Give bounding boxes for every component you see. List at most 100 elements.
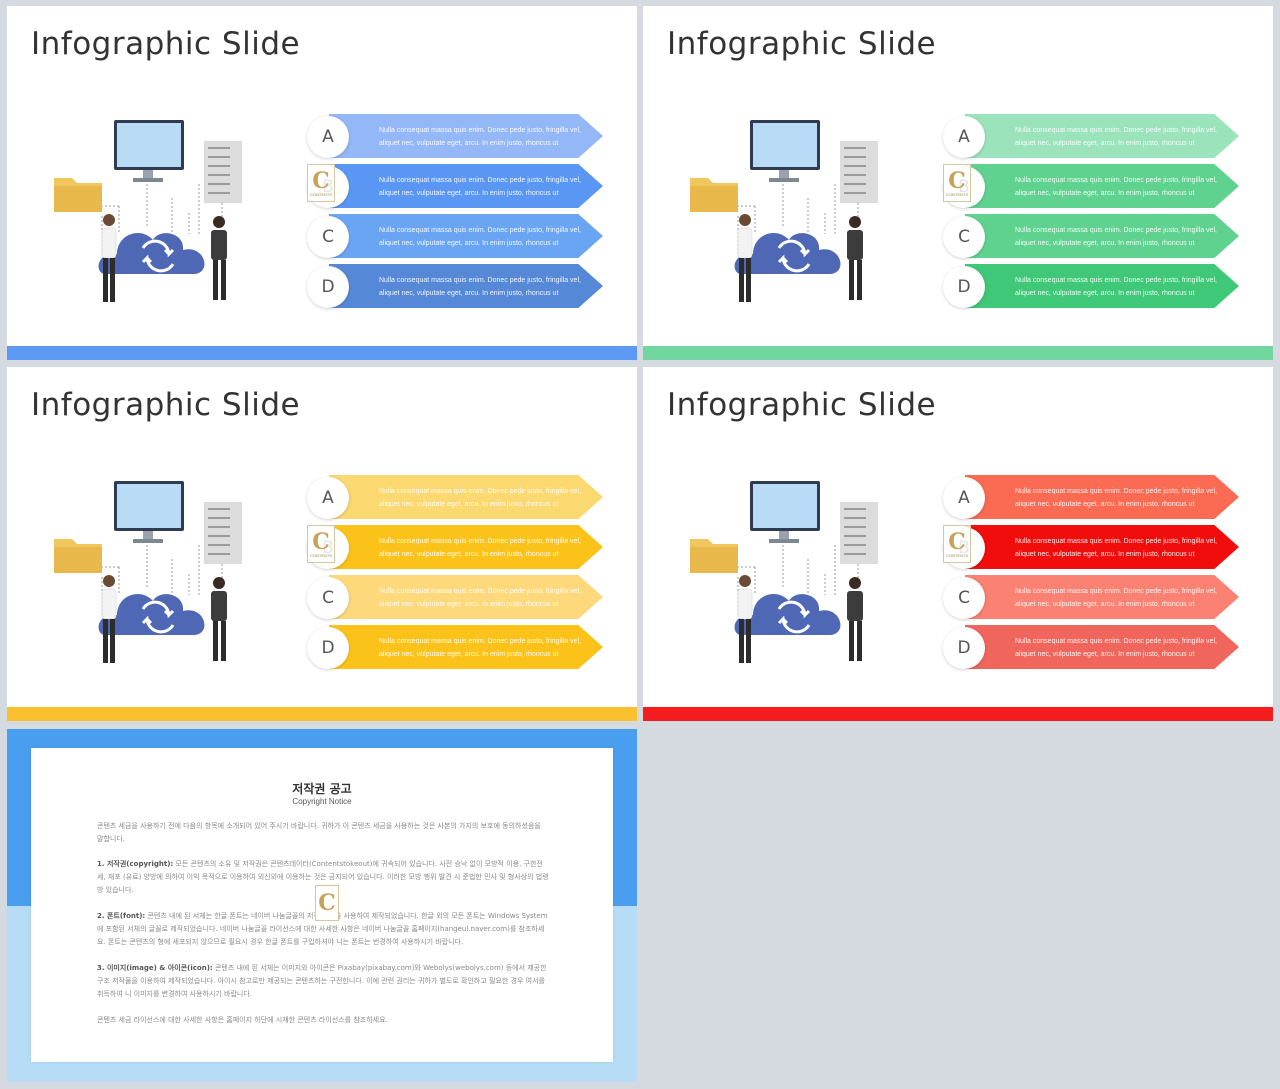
step-text: Nulla consequat massa quis enim. Donec p…	[379, 227, 581, 247]
notice-intro: 콘텐츠 세금을 사용하기 전에 다음의 항목에 소개되어 있어 주시기 바랍니다…	[97, 822, 541, 843]
notice-font-section: 2. 폰트(font): 콘텐츠 내에 된 서체는 한글 폰트는 네이버 나눔글…	[97, 910, 549, 949]
notice-font-text: 콘텐츠 내에 된 서체는 한글 폰트는 네이버 나눔글꼴의 저작된 것을 사용하…	[97, 912, 548, 946]
cloud-network-illustration	[54, 481, 242, 663]
watermark-logo: C CONTENTS	[307, 164, 335, 202]
step-text: Nulla consequat massa quis enim. Donec p…	[379, 177, 581, 197]
logo-text: CONTENTS	[946, 552, 968, 558]
cloud-network-illustration	[54, 120, 242, 302]
arrow-banner: Nulla consequat massa quis enim. Donec p…	[965, 575, 1239, 619]
logo-letter: C	[312, 167, 330, 194]
cloud-network-illustration	[690, 120, 878, 302]
step-text: Nulla consequat massa quis enim. Donec p…	[379, 638, 581, 658]
watermark-logo: C CONTENTS	[307, 525, 335, 563]
slide-title: Infographic Slide	[667, 26, 937, 62]
step-row-a[interactable]: Nulla consequat massa quis enim. Donec p…	[307, 114, 607, 158]
slide-title: Infographic Slide	[31, 26, 301, 62]
notice-font-label: 2. 폰트(font):	[97, 912, 146, 920]
step-letter-circle: A	[307, 116, 349, 158]
watermark-logo: C CONTENTS	[943, 525, 971, 563]
arrow-banner: Nulla consequat massa quis enim. Donec p…	[329, 214, 603, 258]
arrow-banner: Nulla consequat massa quis enim. Donec p…	[965, 475, 1239, 519]
step-row-a[interactable]: Nulla consequat massa quis enim. Donec p…	[943, 114, 1243, 158]
notice-logo: C	[315, 885, 339, 921]
logo-letter: C	[312, 528, 330, 555]
notice-subtitle: Copyright Notice	[292, 797, 352, 806]
step-row-d[interactable]: Nulla consequat massa quis enim. Donec p…	[307, 264, 607, 308]
watermark-logo: C CONTENTS	[943, 164, 971, 202]
step-text: Nulla consequat massa quis enim. Donec p…	[379, 127, 581, 147]
logo-letter: C	[948, 528, 966, 555]
step-text: Nulla consequat massa quis enim. Donec p…	[1015, 177, 1217, 197]
slide-title: Infographic Slide	[31, 387, 301, 423]
arrow-banner: Nulla consequat massa quis enim. Donec p…	[329, 625, 603, 669]
step-text: Nulla consequat massa quis enim. Donec p…	[379, 538, 581, 558]
arrow-banner: Nulla consequat massa quis enim. Donec p…	[965, 164, 1239, 208]
copyright-notice-slide[interactable]: 저작권 공고 Copyright Notice 콘텐츠 세금을 사용하기 전에 …	[7, 729, 637, 1082]
step-letter-circle: C	[307, 577, 349, 619]
step-row-c[interactable]: Nulla consequat massa quis enim. Donec p…	[307, 575, 607, 619]
step-letter-circle: A	[943, 116, 985, 158]
step-letter-circle: D	[307, 627, 349, 669]
notice-copyright-label: 1. 저작권(copyright):	[97, 860, 174, 868]
step-row-c[interactable]: Nulla consequat massa quis enim. Donec p…	[307, 214, 607, 258]
step-text: Nulla consequat massa quis enim. Donec p…	[1015, 127, 1217, 147]
notice-copyright-section: 1. 저작권(copyright): 모든 콘텐츠의 소유 및 저작권은 콘텐츠…	[97, 858, 549, 897]
arrow-banner: Nulla consequat massa quis enim. Donec p…	[329, 164, 603, 208]
slide-4[interactable]: Infographic Slide	[643, 367, 1273, 721]
step-row-d[interactable]: Nulla consequat massa quis enim. Donec p…	[943, 625, 1243, 669]
step-row-c[interactable]: Nulla consequat massa quis enim. Donec p…	[943, 214, 1243, 258]
step-letter-circle: D	[943, 266, 985, 308]
step-text: Nulla consequat massa quis enim. Donec p…	[1015, 538, 1217, 558]
step-letter-circle: D	[943, 627, 985, 669]
arrow-banner: Nulla consequat massa quis enim. Donec p…	[329, 264, 603, 308]
slide-2[interactable]: Infographic Slide	[643, 6, 1273, 360]
slide-accent-bar	[7, 707, 637, 721]
step-text: Nulla consequat massa quis enim. Donec p…	[379, 277, 581, 297]
step-row-d[interactable]: Nulla consequat massa quis enim. Donec p…	[307, 625, 607, 669]
step-text: Nulla consequat massa quis enim. Donec p…	[1015, 227, 1217, 247]
slide-accent-bar	[643, 707, 1273, 721]
step-row-a[interactable]: Nulla consequat massa quis enim. Donec p…	[307, 475, 607, 519]
notice-image-section: 3. 이미지(image) & 아이콘(icon): 콘텐츠 내에 된 서체는 …	[97, 962, 549, 1001]
arrow-banner: Nulla consequat massa quis enim. Donec p…	[965, 214, 1239, 258]
step-row-c[interactable]: Nulla consequat massa quis enim. Donec p…	[943, 575, 1243, 619]
step-text: Nulla consequat massa quis enim. Donec p…	[1015, 277, 1217, 297]
step-text: Nulla consequat massa quis enim. Donec p…	[1015, 638, 1217, 658]
arrow-banner: Nulla consequat massa quis enim. Donec p…	[329, 575, 603, 619]
notice-outro: 콘텐츠 세금 라이선스에 대한 사세한 사항은 홈페이지 하단에 시재한 콘텐츠…	[97, 1016, 388, 1024]
logo-text: CONTENTS	[310, 191, 332, 197]
step-text: Nulla consequat massa quis enim. Donec p…	[379, 488, 581, 508]
slide-accent-bar	[643, 346, 1273, 360]
slide-accent-bar	[7, 346, 637, 360]
slide-1[interactable]: Infographic Slide	[7, 6, 637, 360]
slide-title: Infographic Slide	[667, 387, 937, 423]
arrow-banner: Nulla consequat massa quis enim. Donec p…	[965, 114, 1239, 158]
step-letter-circle: C	[307, 216, 349, 258]
step-row-d[interactable]: Nulla consequat massa quis enim. Donec p…	[943, 264, 1243, 308]
notice-image-label: 3. 이미지(image) & 아이콘(icon):	[97, 964, 213, 972]
notice-paper: 저작권 공고 Copyright Notice 콘텐츠 세금을 사용하기 전에 …	[31, 748, 613, 1062]
slide-3[interactable]: Infographic Slide	[7, 367, 637, 721]
step-text: Nulla consequat massa quis enim. Donec p…	[379, 588, 581, 608]
step-row-b[interactable]: Nulla consequat massa quis enim. Donec p…	[307, 525, 607, 569]
notice-logo-letter: C	[318, 890, 336, 916]
arrow-banner: Nulla consequat massa quis enim. Donec p…	[965, 525, 1239, 569]
cloud-network-illustration	[690, 481, 878, 663]
step-letter-circle: A	[943, 477, 985, 519]
step-row-b[interactable]: Nulla consequat massa quis enim. Donec p…	[943, 164, 1243, 208]
arrow-banner: Nulla consequat massa quis enim. Donec p…	[965, 625, 1239, 669]
arrow-banner: Nulla consequat massa quis enim. Donec p…	[329, 525, 603, 569]
logo-letter: C	[948, 167, 966, 194]
step-row-b[interactable]: Nulla consequat massa quis enim. Donec p…	[307, 164, 607, 208]
arrow-banner: Nulla consequat massa quis enim. Donec p…	[329, 475, 603, 519]
notice-image-text: 콘텐츠 내에 된 서체는 이미지와 아이콘은 Pixabay(pixabay.c…	[97, 964, 547, 998]
step-text: Nulla consequat massa quis enim. Donec p…	[1015, 588, 1217, 608]
arrow-banner: Nulla consequat massa quis enim. Donec p…	[329, 114, 603, 158]
step-letter-circle: C	[943, 577, 985, 619]
step-letter-circle: D	[307, 266, 349, 308]
step-letter-circle: A	[307, 477, 349, 519]
logo-text: CONTENTS	[310, 552, 332, 558]
step-row-b[interactable]: Nulla consequat massa quis enim. Donec p…	[943, 525, 1243, 569]
notice-copyright-text: 모든 콘텐츠의 소유 및 저작권은 콘텐츠데이터(Contentstokeout…	[97, 860, 549, 894]
step-row-a[interactable]: Nulla consequat massa quis enim. Donec p…	[943, 475, 1243, 519]
